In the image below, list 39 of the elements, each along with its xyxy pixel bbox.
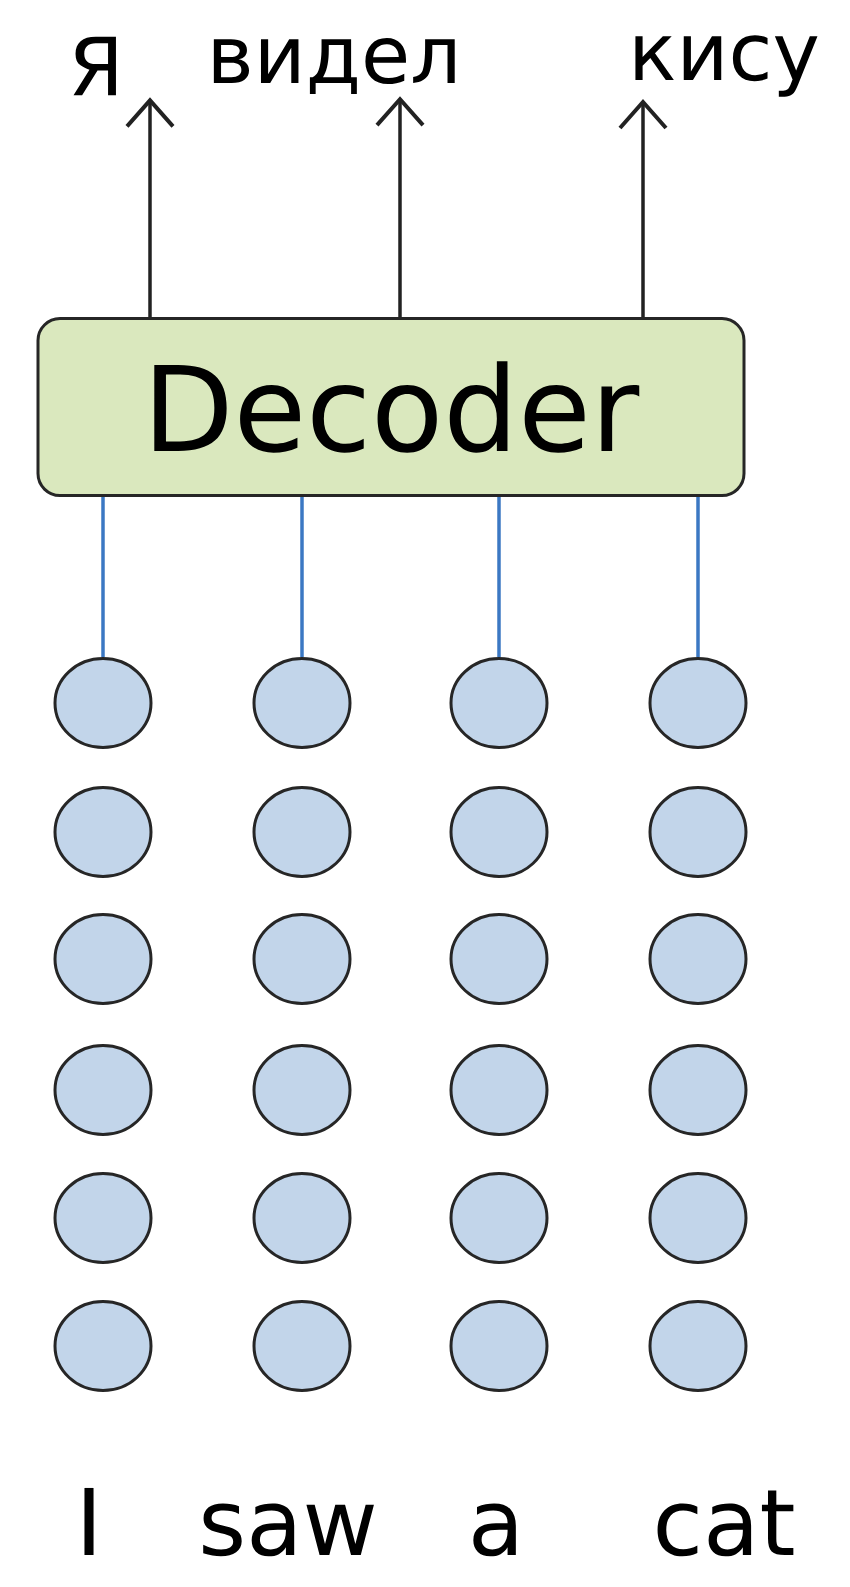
vector-circle [252,1172,352,1264]
input-word: saw [203,1503,374,1557]
output-word: видел [213,38,455,94]
input-word: a [473,1503,516,1557]
connector-line [300,497,304,657]
vector-circle [449,1172,549,1264]
output-word: Я [73,36,116,96]
vector-circle [53,913,153,1005]
output-word: кису [635,35,818,97]
vector-circle [252,657,352,749]
connector-line [696,497,700,657]
vector-circle [53,1172,153,1264]
vector-circle [648,1044,748,1136]
vector-circle [449,1044,549,1136]
vector-circle [252,1044,352,1136]
vector-circle [53,786,153,878]
input-word: I [84,1487,94,1555]
arrow [618,98,668,317]
connector-line [101,497,105,657]
vector-circle [648,786,748,878]
vector-circle [449,786,549,878]
vector-circle [648,657,748,749]
vector-circle [648,1300,748,1392]
arrow [125,97,175,317]
vector-circle [449,657,549,749]
arrow [375,96,425,317]
vector-circle [648,913,748,1005]
vector-circle [449,913,549,1005]
vector-circle [648,1172,748,1264]
vector-circle [252,913,352,1005]
vector-circle [53,657,153,749]
connector-line [497,497,501,657]
vector-circle [252,786,352,878]
decoder-box: Decoder [36,317,746,497]
input-word: cat [657,1490,794,1557]
vector-circle [53,1044,153,1136]
vector-circle [252,1300,352,1392]
vector-circle [449,1300,549,1392]
vector-circle [53,1300,153,1392]
